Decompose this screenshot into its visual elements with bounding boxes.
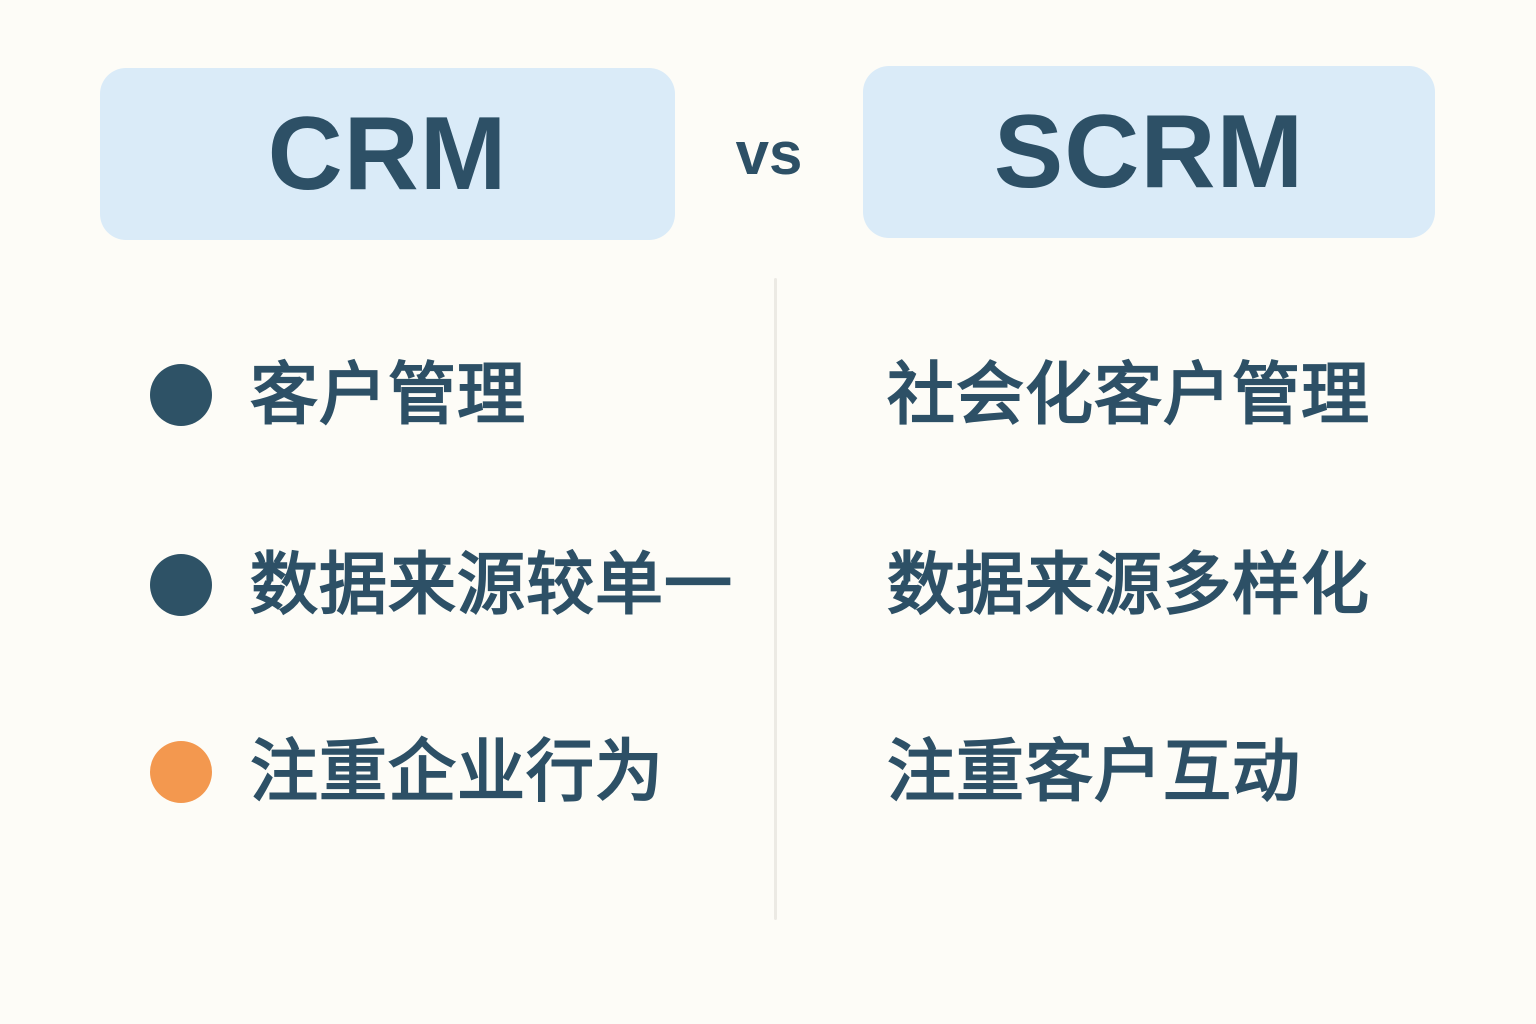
scrm-column: 社会化客户管理 数据来源多样化 注重客户互动 <box>777 300 1536 920</box>
list-item: 数据来源多样化 <box>887 525 1536 645</box>
list-item-label: 客户管理 <box>250 357 527 433</box>
list-item: 数据来源较单一 <box>150 525 774 645</box>
crm-column: 客户管理 数据来源较单一 注重企业行为 <box>0 300 774 920</box>
comparison-body: 客户管理 数据来源较单一 注重企业行为 社会化客户管理 数据来源多样化 注重客户… <box>0 300 1536 920</box>
badge-scrm: SCRM <box>863 66 1435 238</box>
list-item-label: 数据来源多样化 <box>887 547 1371 623</box>
bullet-dot-highlight-icon <box>150 741 212 803</box>
badge-crm-label: CRM <box>267 96 508 212</box>
list-item: 客户管理 <box>150 335 774 455</box>
list-item: 注重企业行为 <box>150 712 774 832</box>
header-row: CRM vs SCRM <box>0 0 1536 300</box>
list-item-label: 注重客户互动 <box>887 734 1302 810</box>
list-item-label: 社会化客户管理 <box>887 357 1371 433</box>
list-item: 社会化客户管理 <box>887 335 1536 455</box>
list-item-label: 数据来源较单一 <box>250 547 734 623</box>
list-item-label: 注重企业行为 <box>250 734 665 810</box>
column-divider <box>774 278 777 920</box>
versus-separator: vs <box>735 120 803 187</box>
badge-crm: CRM <box>100 68 675 240</box>
badge-scrm-label: SCRM <box>993 94 1305 210</box>
bullet-dot-icon <box>150 554 212 616</box>
list-item: 注重客户互动 <box>887 712 1536 832</box>
bullet-dot-icon <box>150 364 212 426</box>
